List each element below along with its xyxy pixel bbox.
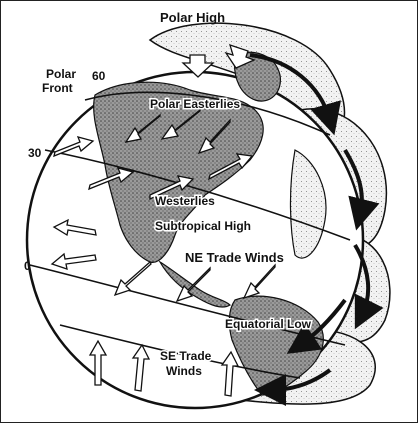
subtropical-high-label: Subtropical High (155, 219, 251, 233)
polar-front-label: Front (42, 81, 73, 95)
ne-trade-winds-label: NE Trade Winds (185, 250, 284, 265)
equatorial-low-label: Equatorial Low (225, 317, 312, 331)
equator-label: 0 (24, 259, 31, 273)
se-trade-winds-label: Winds (166, 364, 202, 378)
polar-front-label: Polar (46, 67, 76, 81)
westerlies-label: Westerlies (155, 194, 215, 208)
polar-high-label: Polar High (160, 10, 225, 25)
polar-easterlies-label: Polar Easterlies (150, 97, 240, 111)
se-trade-winds-label: SE Trade (160, 349, 212, 363)
latitude-30-label: 30 (28, 146, 42, 160)
latitude-60-label: 60 (92, 69, 106, 83)
